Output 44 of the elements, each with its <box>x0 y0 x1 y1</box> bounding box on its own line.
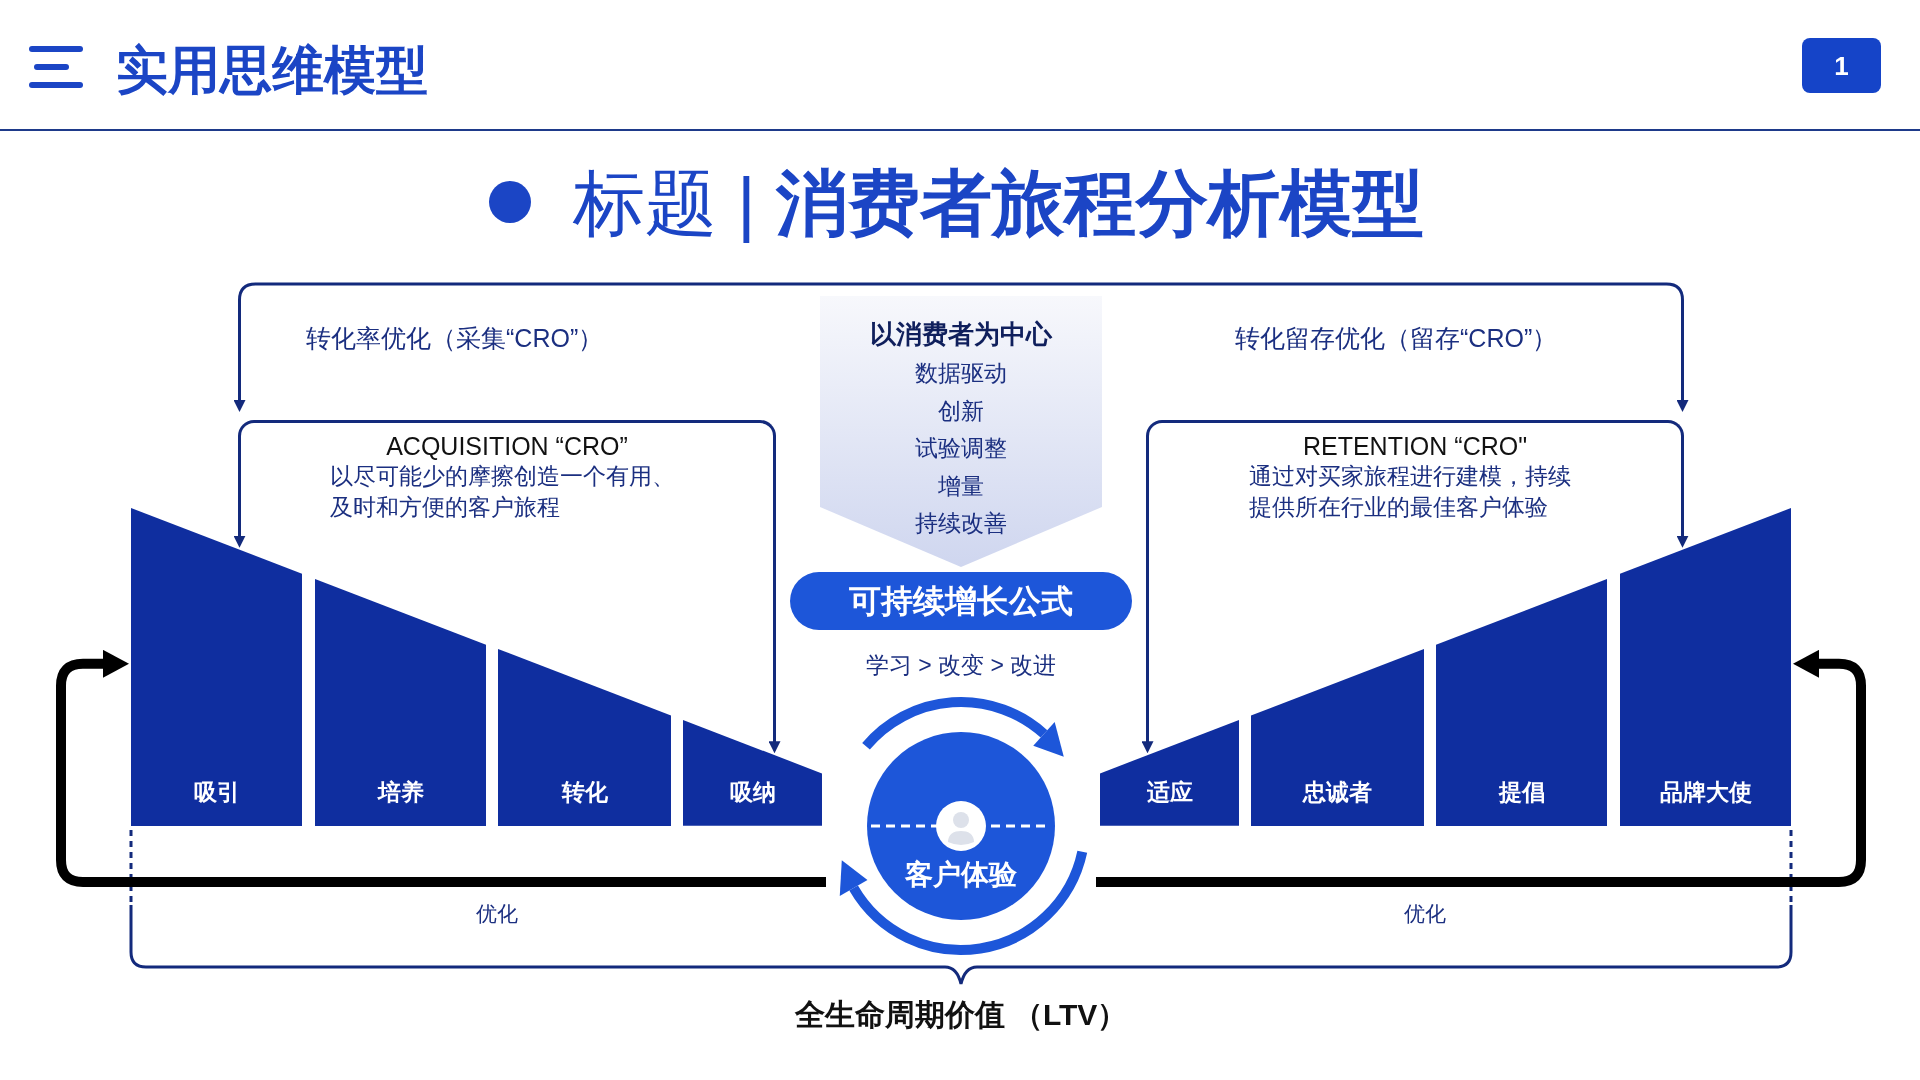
list-item-text: 数据驱动 <box>915 359 1007 388</box>
formula-caption: 学习 > 改变 > 改进 <box>865 653 1057 677</box>
arrow <box>1141 530 1154 754</box>
list-item-text: 持续改善 <box>915 509 1007 538</box>
stage-label: 吸纳 <box>729 778 776 806</box>
frame-heading: ACQUISITION “CRO” <box>386 431 628 461</box>
frame-heading: RETENTION “CRO" <box>1302 431 1528 461</box>
stage-label: 培养 <box>377 778 424 806</box>
stage-label: 忠诚者 <box>1303 778 1372 806</box>
funnel-stage-block <box>315 578 486 826</box>
bracket-frame <box>1146 420 1684 530</box>
stage-label: 提倡 <box>1498 778 1545 806</box>
funnel-stage-block <box>683 720 822 826</box>
arrow <box>768 530 781 754</box>
bracket-caption: 转化留存优化（留存“CRO”） <box>1235 325 1558 351</box>
stage-label: 适应 <box>1146 778 1193 806</box>
formula-banner: 可持续增长公式 <box>790 572 1132 630</box>
arrow <box>233 530 246 548</box>
funnel-stage-block <box>131 508 302 826</box>
arrow <box>1676 530 1689 548</box>
header-title: 实用思维模型 <box>116 44 428 96</box>
funnel-stage-block <box>1436 578 1607 826</box>
list-item-text: 增量 <box>938 471 984 501</box>
circle-label: 客户体验 <box>905 859 1017 891</box>
funnel-stage-block <box>1620 508 1791 826</box>
stage-label: 转化 <box>561 778 608 806</box>
stage-label: 品牌大使 <box>1659 778 1752 806</box>
pentagon-arrow-shape <box>820 296 1102 567</box>
bracket-arrow <box>233 282 1689 412</box>
frame-description: 通过对买家旅程进行建模，持续提供所在行业的最佳客户体验 <box>1249 462 1573 522</box>
funnel-stage-block <box>1100 720 1239 826</box>
funnel-stage-block <box>498 649 671 826</box>
loop-arrow <box>56 649 826 887</box>
bracket-frame <box>238 420 776 530</box>
bracket-caption: 转化率优化（采集“CRO”） <box>306 325 604 351</box>
list-item-text: 试验调整 <box>915 434 1007 463</box>
pentagon-heading: 以消费者为中心 <box>870 318 1052 351</box>
loop-arrow <box>1096 649 1866 887</box>
frame-description: 以尽可能少的摩擦创造一个有用、及时和方便的客户旅程 <box>329 462 676 522</box>
funnel-stage-block <box>1251 649 1424 826</box>
brace-caption: 全生命周期价值 （LTV） <box>794 1000 1128 1030</box>
stage-label: 吸引 <box>193 778 240 806</box>
list-item-text: 创新 <box>938 396 984 426</box>
page-number-badge: 1 <box>1802 38 1881 93</box>
